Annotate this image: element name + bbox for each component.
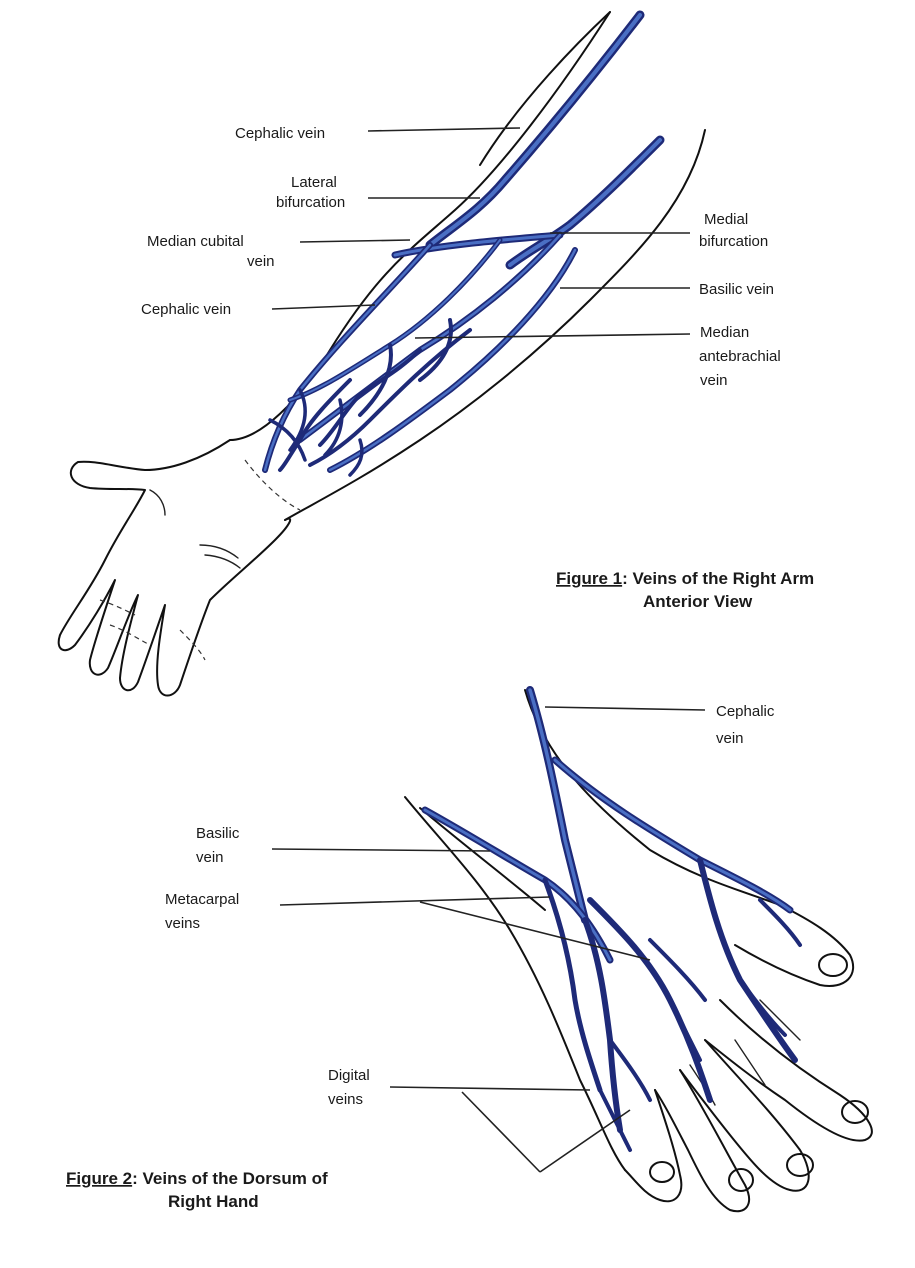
upper-cephalic-vein	[430, 15, 640, 245]
label-medial-bifurcation-1: Medial	[704, 211, 748, 228]
figure1-caption-line1: Figure 1: Veins of the Right Arm	[556, 569, 814, 588]
figure1-labels: Cephalic vein Lateral bifurcation Median…	[141, 125, 781, 389]
label-lateral-bifurcation-2: bifurcation	[276, 194, 345, 211]
label-cephalic-vein-lower: Cephalic vein	[141, 301, 231, 318]
thumb-nail	[819, 954, 847, 976]
arm-outline-left	[230, 12, 610, 440]
label-digital-2: veins	[328, 1091, 363, 1108]
figure2-caption: Figure 2: Veins of the Dorsum of Right H…	[66, 1169, 328, 1211]
label-medial-bifurcation-2: bifurcation	[699, 233, 768, 250]
palm-crease-1	[200, 545, 238, 558]
palm-crease-3	[150, 490, 165, 515]
label-median-antebrachial-2: antebrachial	[699, 348, 781, 365]
figure1-caption-rest: : Veins of the Right Arm	[622, 569, 814, 588]
figure1-caption-line2: Anterior View	[643, 592, 753, 611]
finger-crease-3	[180, 630, 205, 660]
label-hand-basilic-1: Basilic	[196, 825, 240, 842]
finger-ring-nail	[729, 1169, 753, 1191]
hand2-outline-left	[405, 797, 625, 1170]
figure2-caption-line1: Figure 2: Veins of the Dorsum of	[66, 1169, 328, 1188]
figure2-labels: Cephalic vein Basilic vein Metacarpal ve…	[165, 703, 775, 1108]
figure1-arm	[59, 12, 705, 696]
figure1-caption-prefix: Figure 1	[556, 569, 622, 588]
figure2-caption-rest: : Veins of the Dorsum of	[132, 1169, 328, 1188]
figure1-caption: Figure 1: Veins of the Right Arm Anterio…	[556, 569, 814, 611]
finger-little-nail	[650, 1162, 674, 1182]
hand-outline	[59, 440, 291, 696]
finger-index-nail	[842, 1101, 868, 1123]
hand2-outline-wrist	[420, 808, 545, 910]
label-median-antebrachial-1: Median	[700, 324, 749, 341]
wrist-crease	[245, 460, 300, 510]
label-hand-basilic-2: vein	[196, 849, 224, 866]
figure2-hand	[405, 690, 872, 1211]
label-median-cubital-2: vein	[247, 253, 275, 270]
label-basilic-vein: Basilic vein	[699, 281, 774, 298]
label-median-antebrachial-3: vein	[700, 372, 728, 389]
hand-vein-network	[425, 690, 800, 1150]
finger-middle-nail	[787, 1154, 813, 1176]
label-hand-cephalic-2: vein	[716, 730, 744, 747]
palm-crease-2	[205, 555, 240, 568]
hand2-outline-top	[525, 690, 780, 905]
label-cephalic-vein-upper: Cephalic vein	[235, 125, 325, 142]
figure2-caption-prefix: Figure 2	[66, 1169, 132, 1188]
figure2-caption-line2: Right Hand	[168, 1192, 259, 1211]
label-digital-1: Digital	[328, 1067, 370, 1084]
label-metacarpal-1: Metacarpal	[165, 891, 239, 908]
thumb-outline	[735, 905, 853, 986]
finger-little-outline	[625, 1090, 681, 1201]
label-lateral-bifurcation-1: Lateral	[291, 174, 337, 191]
label-hand-cephalic-1: Cephalic	[716, 703, 775, 720]
label-metacarpal-2: veins	[165, 915, 200, 932]
label-median-cubital-1: Median cubital	[147, 233, 244, 250]
upper-basilic-vein	[510, 140, 660, 265]
arm-outline-top	[480, 12, 610, 165]
